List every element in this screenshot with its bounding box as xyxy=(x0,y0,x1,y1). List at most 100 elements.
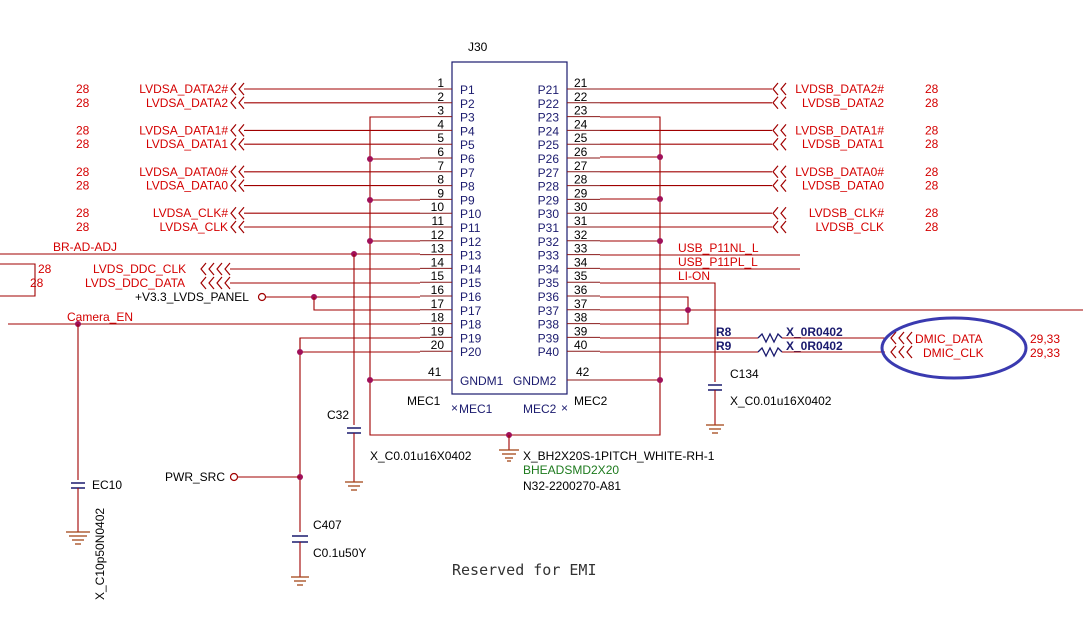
net-label: LVDSB_DATA1# xyxy=(795,123,884,137)
ground-icon xyxy=(66,531,90,545)
pin-name: P20 xyxy=(460,345,482,359)
pin-name: P12 xyxy=(460,235,482,249)
port-chevron-icon xyxy=(230,220,245,234)
pin-name: P21 xyxy=(538,83,560,97)
pin-number: 27 xyxy=(574,159,588,173)
r8-refdes: R8 xyxy=(716,325,732,339)
net-ref: 28 xyxy=(76,137,90,151)
gndm1-pin-number: 41 xyxy=(428,365,442,379)
port-chevron-icon xyxy=(230,137,245,151)
c407-refdes: C407 xyxy=(313,518,342,532)
pin-number: 31 xyxy=(574,214,588,228)
ddc-left-wire xyxy=(0,263,36,297)
usb-nl-label: USB_P11NL_L xyxy=(678,241,759,255)
pin-name: P34 xyxy=(538,262,560,276)
pin-number: 32 xyxy=(574,228,588,242)
ddc-clk-label: LVDS_DDC_CLK xyxy=(93,262,186,276)
port-chevron-icon xyxy=(230,124,245,137)
pin-name: P16 xyxy=(460,290,482,304)
net-label: LVDSB_DATA2# xyxy=(795,82,884,96)
junction-dot xyxy=(297,349,303,355)
port-chevron-icon xyxy=(772,179,787,192)
pin-number: 39 xyxy=(574,324,588,338)
pin-number: 23 xyxy=(574,104,588,118)
port-chevron-icon xyxy=(772,124,787,137)
pin-name: P37 xyxy=(538,304,560,318)
pin-name: P18 xyxy=(460,318,482,332)
right-net-group: LVDSB_DATA2# 28 LVDSB_DATA2 28 LVDSB_DATA1# 2… xyxy=(600,82,939,234)
net-label: LVDSB_DATA2 xyxy=(802,96,884,110)
port-chevron-icon xyxy=(230,179,245,192)
pin-name: P38 xyxy=(538,318,560,332)
p19-p20-wire xyxy=(299,337,420,353)
pin-number: 38 xyxy=(574,311,588,325)
c134-value: X_C0.01u16X0402 xyxy=(730,394,832,408)
pin-name: P2 xyxy=(460,97,475,111)
pin-number: 9 xyxy=(437,186,444,200)
pin-name: P9 xyxy=(460,193,475,207)
pin-name: P19 xyxy=(460,331,482,345)
dmic-data-port-icon xyxy=(890,331,913,345)
net-ref: 28 xyxy=(925,137,939,151)
pin-number: 20 xyxy=(431,338,445,352)
net-label: LVDSA_DATA0 xyxy=(146,179,228,193)
port-chevron-icon xyxy=(772,206,787,220)
pin-number: 29 xyxy=(574,186,588,200)
pin-number: 8 xyxy=(437,173,444,187)
pin-name: P22 xyxy=(538,97,560,111)
connector-part-number: N32-2200270-A81 xyxy=(523,479,621,493)
mec2-inner-label: MEC2 xyxy=(523,402,557,416)
pin-number: 13 xyxy=(431,242,445,256)
junction-dot xyxy=(367,156,373,162)
net-label: LVDSA_DATA1 xyxy=(146,137,228,151)
pin-number: 3 xyxy=(437,104,444,118)
pin-name: P29 xyxy=(538,193,560,207)
port-chevron-icon xyxy=(772,96,787,110)
pin-number: 7 xyxy=(437,159,444,173)
pin-number: 2 xyxy=(437,90,444,104)
pin-name: P25 xyxy=(538,138,560,152)
pin-number: 33 xyxy=(574,242,588,256)
pin-number: 15 xyxy=(431,269,445,283)
pin-name: P1 xyxy=(460,83,475,97)
panel-power-label: +V3.3_LVDS_PANEL xyxy=(135,290,249,304)
ground-icon xyxy=(499,449,519,462)
pin-number: 37 xyxy=(574,297,588,311)
connector-refdes: J30 xyxy=(468,40,488,54)
mec2-cross-icon: × xyxy=(561,401,568,415)
pin-name: P23 xyxy=(538,111,560,125)
net-label: LVDSB_CLK xyxy=(816,220,884,234)
pin-number: 35 xyxy=(574,269,588,283)
pin-number: 6 xyxy=(437,145,444,159)
pin-number: 10 xyxy=(431,200,445,214)
pin-number: 30 xyxy=(574,200,588,214)
net-label: LVDSB_DATA0# xyxy=(795,165,884,179)
c134-refdes: C134 xyxy=(730,367,759,381)
pin-number: 24 xyxy=(574,117,588,131)
gndm2-pin-number: 42 xyxy=(576,365,590,379)
pin-name: P32 xyxy=(538,235,560,249)
net-ref: 28 xyxy=(925,123,939,137)
li-on-label: LI-ON xyxy=(678,269,710,283)
junction-dot xyxy=(685,307,691,313)
net-label: LVDSA_CLK xyxy=(160,220,228,234)
camera-en-label: Camera_EN xyxy=(67,310,133,324)
pin-name: P28 xyxy=(538,180,560,194)
net-ref: 28 xyxy=(76,165,90,179)
connector-footprint: BHEADSMD2X20 xyxy=(523,463,619,477)
pin-name: P11 xyxy=(460,221,481,235)
junction-dot xyxy=(657,377,663,383)
ec10-refdes: EC10 xyxy=(92,478,122,492)
pin-number: 16 xyxy=(431,283,445,297)
net-ref: 28 xyxy=(925,179,939,193)
ground-icon xyxy=(345,481,363,491)
net-label: LVDSA_CLK# xyxy=(153,206,228,220)
c407-value: C0.1u50Y xyxy=(313,546,366,560)
net-label: LVDSB_DATA0 xyxy=(802,179,884,193)
junction-dot xyxy=(657,238,663,244)
mec1-inner-label: MEC1 xyxy=(459,402,493,416)
mec1-outer-label: MEC1 xyxy=(407,394,441,408)
port-chevron-icon xyxy=(772,82,787,96)
net-label: LVDSB_DATA1 xyxy=(802,137,884,151)
r9-value: X_0R0402 xyxy=(786,339,843,353)
